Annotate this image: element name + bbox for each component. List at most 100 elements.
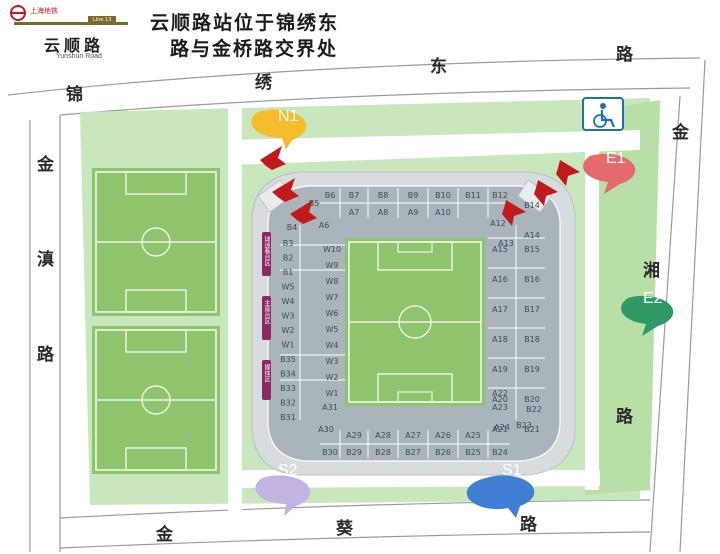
gate-e1-marker: E1	[583, 150, 636, 194]
section-label-west-outer: W5	[282, 283, 295, 292]
east-ground	[585, 100, 660, 495]
section-label-top-inner: A10	[435, 208, 451, 217]
west-zone-bars	[262, 232, 271, 400]
section-label-bottom: B24	[492, 448, 508, 457]
section-label-top: B10	[435, 191, 451, 200]
road-west-char-3: 路	[37, 345, 54, 365]
section-label-corner: A22	[492, 389, 508, 398]
section-label-west-outer: B3	[283, 239, 294, 248]
gate-s1-label: S1	[502, 462, 522, 479]
training-pitch-north	[92, 168, 220, 316]
section-label-west-outer: B2	[283, 254, 294, 263]
section-label-bottom-inner: A25	[465, 431, 481, 440]
section-label-east-outer: B20	[524, 395, 540, 404]
road-south-char-3: 路	[520, 515, 537, 535]
section-label-corner: A14	[524, 231, 540, 240]
west-zone-label: 球迷看台区	[263, 235, 270, 266]
section-label-west-outer: B31	[280, 413, 296, 422]
section-label-corner: A24	[494, 423, 510, 432]
section-label-east-outer: B21	[524, 425, 540, 434]
section-label-west-outer: W1	[282, 341, 295, 350]
section-label-west-inner: W10	[323, 245, 341, 254]
section-label-corner: B14	[524, 201, 540, 210]
gate-e2-label: E2	[643, 290, 663, 307]
section-label-bottom: B30	[322, 448, 338, 457]
section-label-east-outer: B17	[524, 305, 540, 314]
section-label-east-inner: A20	[492, 395, 508, 404]
road-south-char-2: 葵	[336, 519, 353, 539]
gate-s2-marker: S2	[255, 462, 311, 516]
section-label-corner: B22	[526, 405, 542, 414]
station-name-en: Yunshun Road	[56, 53, 102, 60]
road-north-char-4: 路	[616, 45, 633, 65]
section-label-corner: A13	[498, 239, 514, 248]
section-label-bottom: B29	[346, 448, 362, 457]
metro-logo-text: 上海地铁	[30, 6, 58, 15]
section-label-top: B9	[408, 191, 419, 200]
section-label-bottom: B25	[465, 448, 481, 457]
section-label-west-outer: W2	[282, 326, 295, 335]
section-label-west-inner: W4	[326, 341, 339, 350]
headline-line-1: 云顺路站位于锦绣东	[150, 12, 340, 34]
section-label-bottom: B26	[435, 448, 451, 457]
road-outlines	[7, 57, 706, 553]
section-label-corner: A31	[322, 403, 338, 412]
section-label-top-inner: A9	[408, 208, 419, 217]
road-north-char-1: 锦	[66, 85, 83, 105]
metro-logo-icon	[10, 5, 128, 25]
road-north-char-2: 绣	[255, 73, 272, 93]
west-zone-label: 主席台区	[263, 299, 270, 324]
gate-n1-marker: N1	[251, 108, 307, 150]
section-label-west-outer: W4	[282, 297, 295, 306]
section-label-west-inner: W3	[326, 357, 339, 366]
gate-e1-label: E1	[606, 150, 626, 167]
section-label-top: B11	[465, 191, 481, 200]
section-label-west-inner: W6	[326, 309, 339, 318]
gate-n1-label: N1	[278, 108, 299, 125]
section-label-top-inner: A8	[378, 208, 389, 217]
section-label-west-outer: B1	[283, 268, 294, 277]
section-label-west-inner: W7	[326, 293, 339, 302]
section-label-bottom: B27	[405, 448, 421, 457]
section-label-west-inner: W8	[326, 277, 339, 286]
headline-line-2: 路与金桥路交界处	[170, 38, 339, 60]
road-west-char-1: 金	[37, 155, 54, 175]
main-pitch	[345, 238, 485, 406]
section-label-east-outer: B15	[524, 245, 540, 254]
wheelchair-icon	[582, 97, 624, 131]
gate-s1-marker: S1	[466, 462, 535, 518]
section-label-east-inner: A19	[492, 365, 508, 374]
section-label-west-inner: W5	[326, 325, 339, 334]
road-east-char-3: 路	[616, 407, 633, 427]
section-label-corner: A23	[492, 403, 508, 412]
section-label-bottom-inner: A26	[435, 431, 451, 440]
section-label-top: B12	[492, 191, 508, 200]
section-label-east-outer: B16	[524, 275, 540, 284]
section-label-east-outer: B18	[524, 335, 540, 344]
station-name-cn: 云顺路	[44, 36, 105, 55]
section-label-bottom-inner: A29	[346, 431, 362, 440]
road-west-char-2: 滇	[37, 250, 54, 270]
entry-arrow-icon	[260, 146, 580, 226]
section-label-corner: A6	[319, 221, 330, 230]
section-label-top-inner: A7	[349, 208, 360, 217]
section-label-west-outer: B33	[280, 384, 296, 393]
section-dividers	[280, 188, 545, 458]
road-east-char-1: 金	[672, 123, 689, 143]
section-label-west-outer: B32	[280, 399, 296, 408]
section-label-bottom-inner: A28	[375, 431, 391, 440]
gate-s2-label: S2	[278, 462, 298, 479]
section-label-corner: B5	[309, 199, 320, 208]
section-label-east-inner: A17	[492, 305, 508, 314]
section-label-west-inner: W2	[326, 373, 339, 382]
section-label-west-outer: W3	[282, 312, 295, 321]
section-label-corner: A30	[318, 425, 334, 434]
section-label-east-outer: B19	[524, 365, 540, 374]
training-pitch-south	[92, 326, 220, 474]
section-label-west-outer: B34	[280, 370, 296, 379]
section-label-west-outer: B35	[280, 355, 296, 364]
section-label-east-inner: A21	[492, 425, 508, 434]
road-south-char-1: 金	[156, 525, 173, 545]
